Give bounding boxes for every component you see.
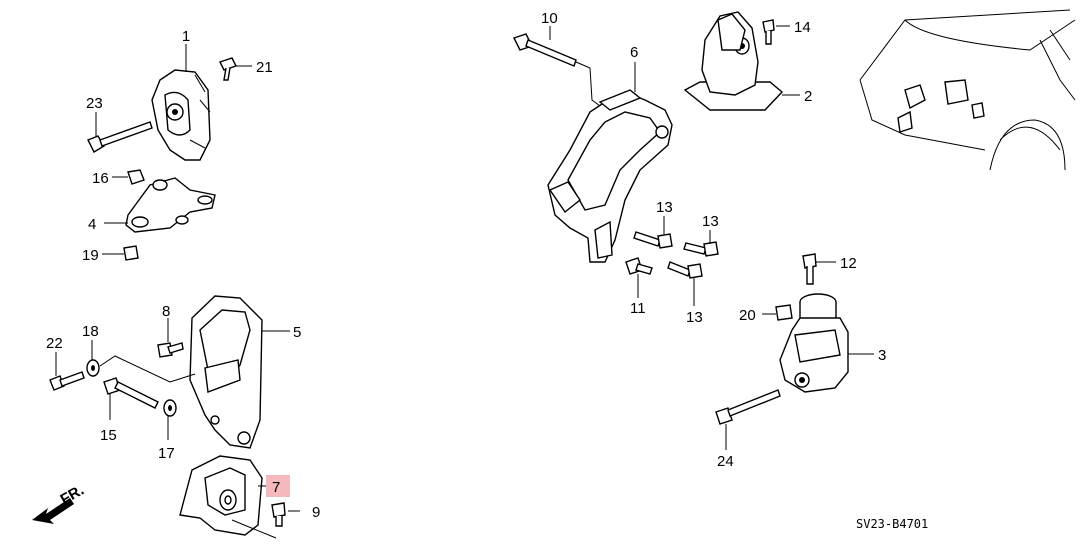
leader-lines <box>55 25 874 539</box>
bolt-24[interactable] <box>715 389 781 425</box>
part-5-bracket[interactable] <box>189 295 263 449</box>
callout-24: 24 <box>717 453 734 470</box>
part-2-mount[interactable] <box>683 11 784 111</box>
callout-labels: 1 2 3 4 5 6 7 8 9 10 11 12 13 13 13 13 1… <box>46 10 886 521</box>
callout-8: 8 <box>162 303 170 320</box>
callout-9: 9 <box>312 504 320 521</box>
callout-10: 10 <box>541 10 558 27</box>
callout-20: 20 <box>739 307 756 324</box>
bolt-14[interactable] <box>762 19 775 45</box>
bolt-23[interactable] <box>87 121 153 153</box>
bolt-8[interactable] <box>157 342 184 358</box>
callout-13-c: 13 <box>686 309 703 326</box>
washer-17[interactable] <box>163 399 177 417</box>
callout-23: 23 <box>86 95 103 112</box>
bolt-21[interactable] <box>219 57 237 81</box>
bolt-10[interactable] <box>513 33 577 67</box>
part-7-mount[interactable] <box>179 455 263 536</box>
callout-22: 22 <box>46 335 63 352</box>
bolt-22[interactable] <box>49 371 85 391</box>
nut-16[interactable] <box>127 169 145 185</box>
bolt-11[interactable] <box>625 257 653 275</box>
bolt-13-b[interactable] <box>683 241 719 257</box>
nut-20[interactable] <box>775 304 793 321</box>
callout-4: 4 <box>88 216 96 233</box>
callout-5: 5 <box>293 324 301 341</box>
callout-15: 15 <box>100 427 117 444</box>
part-1-rear-mount[interactable] <box>151 69 211 161</box>
callout-12: 12 <box>840 255 857 272</box>
callout-19: 19 <box>82 247 99 264</box>
washer-18[interactable] <box>86 359 100 377</box>
callout-1: 1 <box>182 28 190 45</box>
highlight-part-7 <box>266 475 290 497</box>
callout-7: 7 <box>272 479 280 496</box>
callout-6: 6 <box>630 44 638 61</box>
diagram-code: SV23-B4701 <box>856 517 928 531</box>
bolt-9[interactable] <box>271 502 286 527</box>
callout-21: 21 <box>256 59 273 76</box>
callout-3: 3 <box>878 347 886 364</box>
callout-2: 2 <box>804 88 812 105</box>
callout-18: 18 <box>82 323 99 340</box>
part-6-bracket[interactable] <box>547 89 673 263</box>
callout-11: 11 <box>630 300 646 317</box>
callout-14: 14 <box>794 19 811 36</box>
callout-16: 16 <box>92 170 109 187</box>
bolt-13-c[interactable] <box>667 261 703 279</box>
front-direction-arrow: FR. <box>32 482 87 524</box>
callout-13-b: 13 <box>702 213 719 230</box>
callout-13-a: 13 <box>656 199 673 216</box>
car-front-illustration <box>859 9 1076 171</box>
bolt-12[interactable] <box>802 253 817 285</box>
part-3-mount[interactable] <box>779 293 849 393</box>
nut-19[interactable] <box>123 245 139 261</box>
part-4-bracket[interactable] <box>125 177 216 233</box>
callout-17: 17 <box>158 445 175 462</box>
bolt-15[interactable] <box>103 377 159 409</box>
bolt-13-a[interactable] <box>633 231 673 249</box>
